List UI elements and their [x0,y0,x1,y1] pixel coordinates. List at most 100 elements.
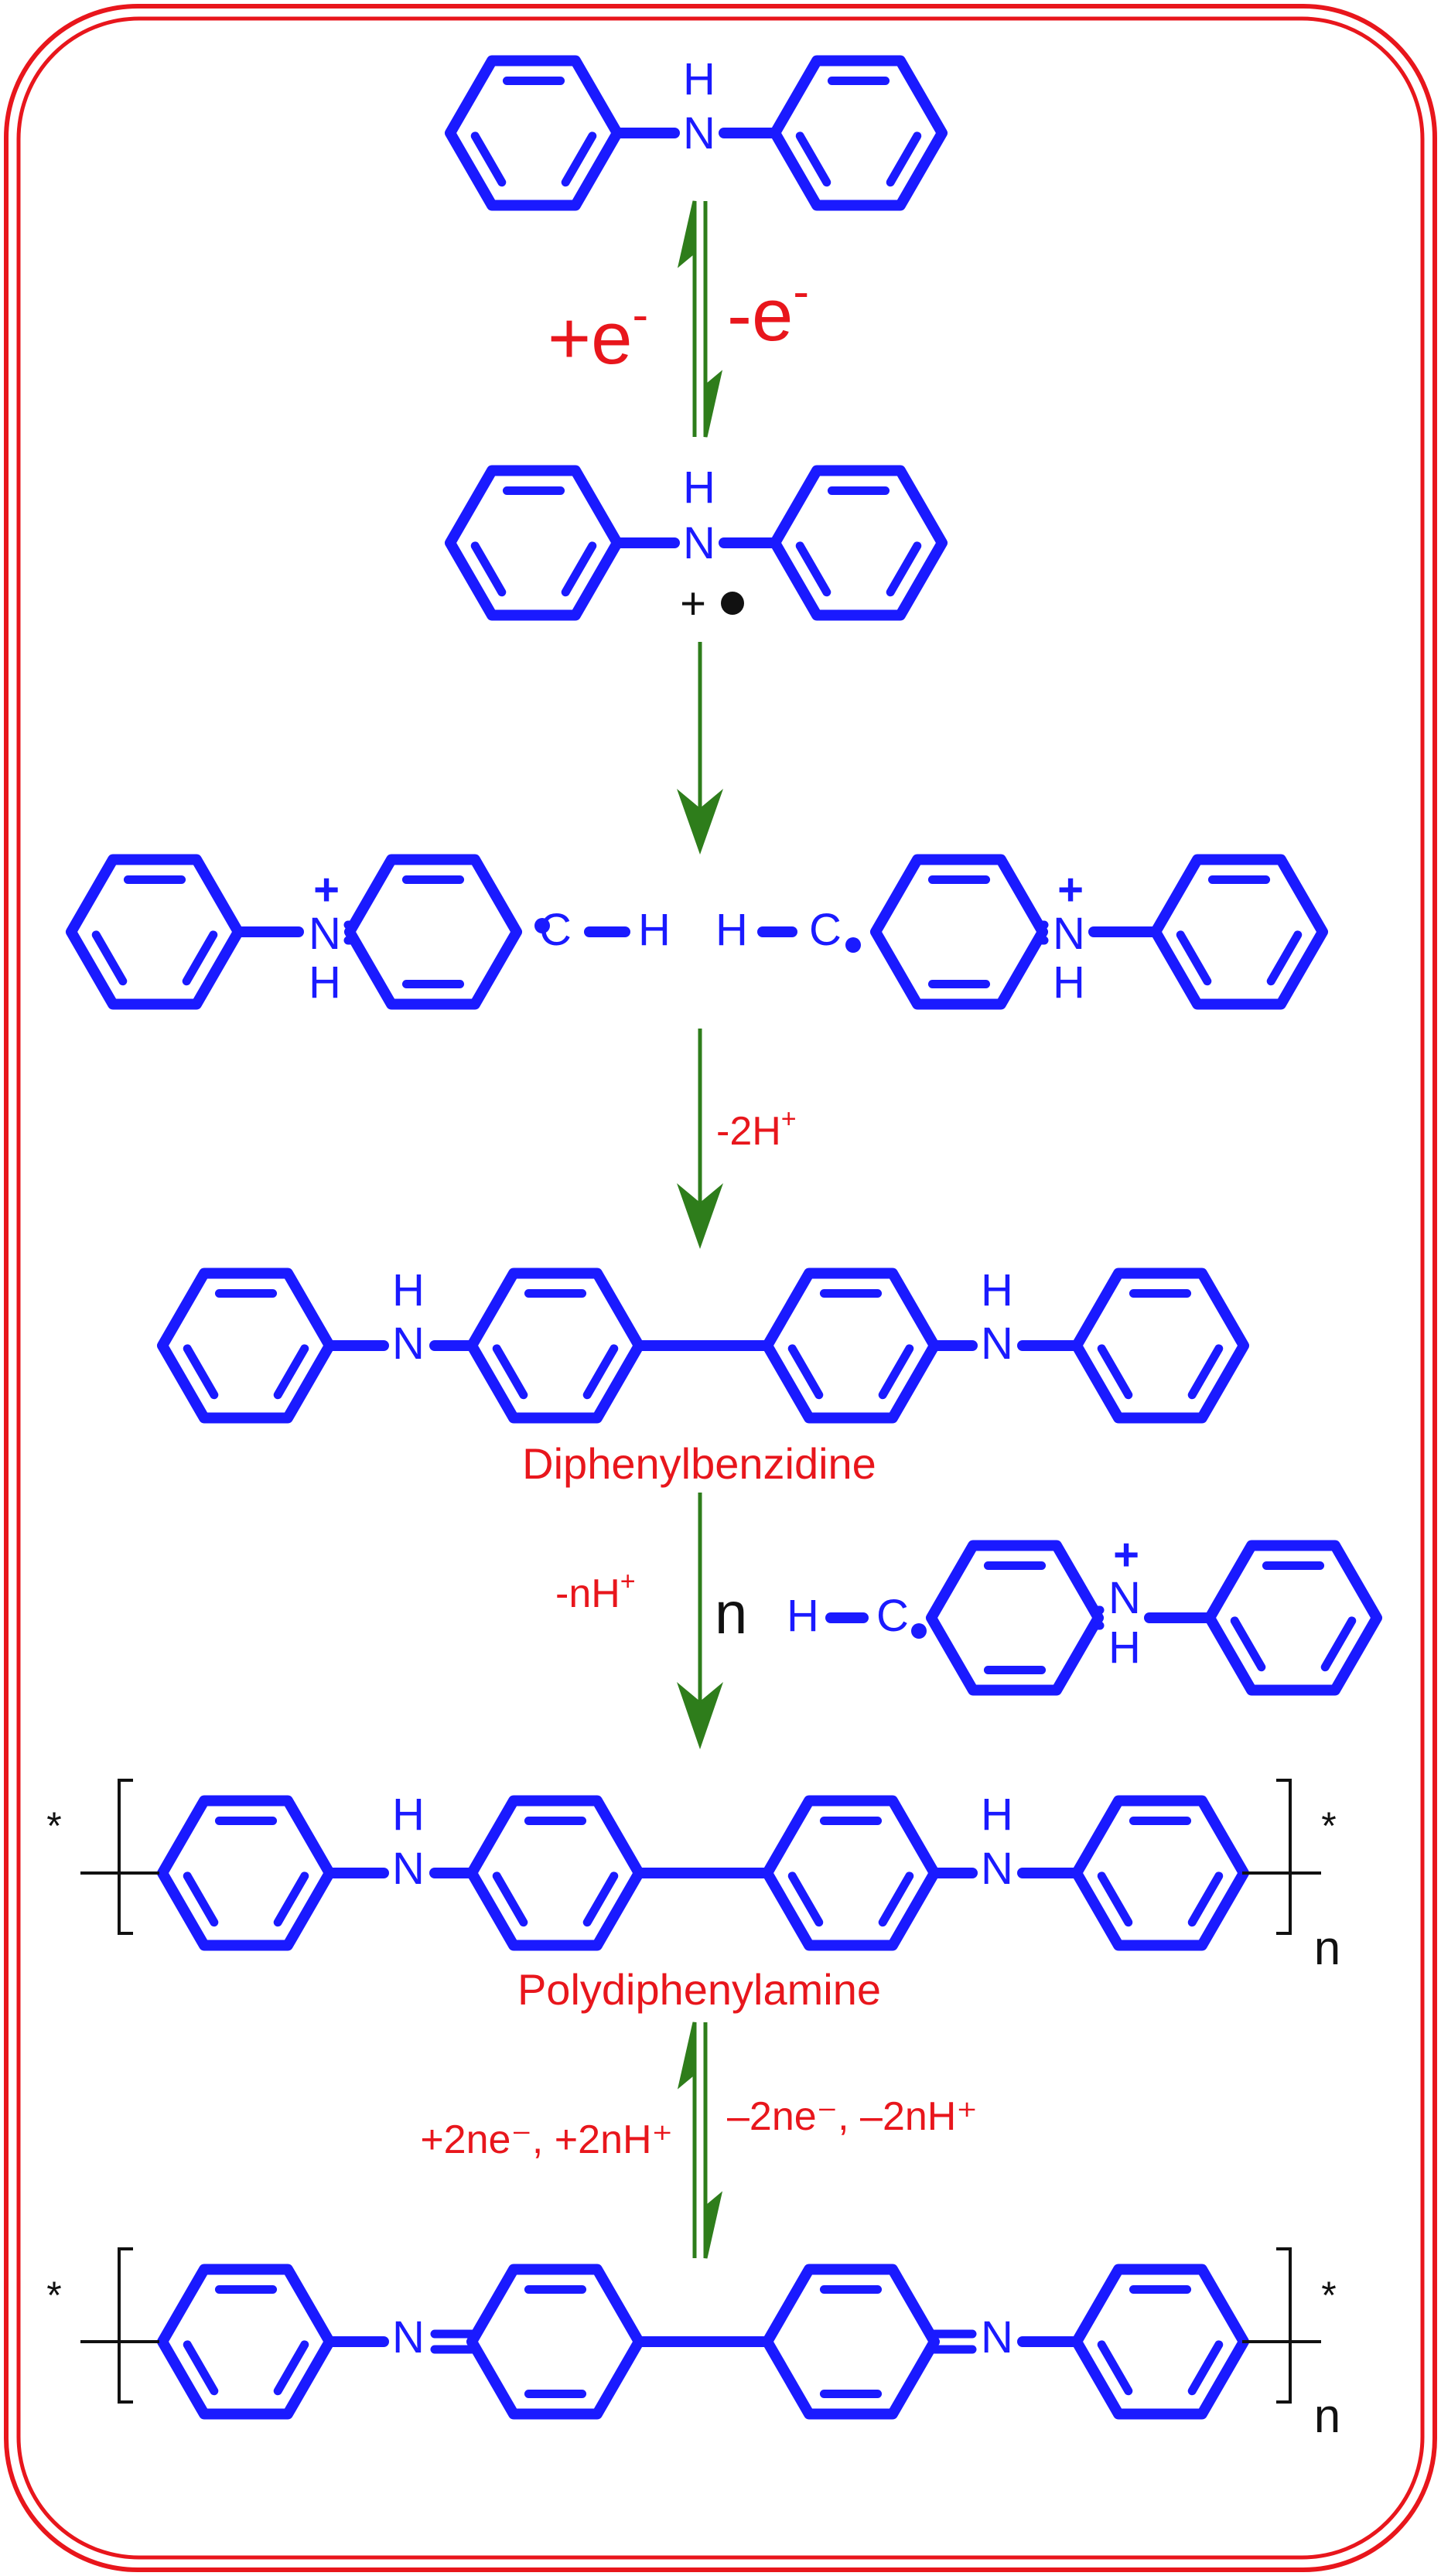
inner-double-bond [561,131,597,187]
atom-n: N [1108,1573,1141,1623]
arrowhead [677,1183,723,1249]
atom-n: N [1053,909,1085,959]
atom-n: N [981,1319,1013,1369]
inner-double-bond [492,1871,528,1927]
benzene-ring [157,2264,335,2420]
arrowhead [677,2022,697,2090]
atom-n: N [392,1319,425,1369]
atom-n: N [309,909,341,959]
radical-dot [721,592,744,615]
inner-double-bond [273,2340,309,2396]
inner-double-bond [795,541,831,597]
inner-double-bond [1097,2340,1133,2396]
arrowhead [703,370,723,438]
inner-double-bond [273,1871,309,1927]
inner-double-bond [492,1344,528,1400]
inner-double-bond [470,541,507,597]
label-minus-e: -e- [727,265,809,357]
radical-dot [534,918,550,933]
compound-name-polymer: Polydiphenylamine [517,1965,881,2014]
inner-double-bond [1187,2340,1224,2396]
end-star-left: * [46,1804,61,1848]
inner-double-bond [561,541,597,597]
radical-cation-plus: + [680,578,706,629]
quinoid-ring [926,1540,1104,1696]
inner-double-bond [1320,1616,1357,1672]
label-plus-e: +e- [548,288,648,380]
inner-double-bond [1187,1344,1224,1400]
inner-double-bond [1097,1871,1133,1927]
label-oxidation: –2ne⁻, –2nH⁺ [727,2094,978,2139]
inner-double-bond [1230,1616,1266,1672]
arrowhead [703,2191,723,2259]
polymer-marks: * * n * * n [46,1804,1340,2443]
radical-dot [911,1623,927,1639]
inner-double-bond [273,1344,309,1400]
repeat-n: n [1314,1922,1340,1975]
reaction-arrows [677,200,723,2259]
arrowhead [677,789,723,855]
end-star-left: * [46,2274,61,2317]
n-plus: + [1057,865,1084,915]
atom-h: H [787,1591,819,1641]
inner-double-bond [1266,930,1303,986]
end-star-right: * [1321,1804,1336,1848]
atom-n: N [683,108,715,159]
inner-double-bond [182,930,218,986]
compound-name-dimer: Diphenylbenzidine [522,1439,876,1488]
atom-c: C [876,1591,909,1641]
atom-n: N [392,2312,425,2363]
radical-dot [845,937,861,953]
atom-labels: N H N H + N H + C H H C N H + N H N H H … [309,54,1141,2363]
inner-double-bond [183,1344,219,1400]
inner-double-bond [787,1871,824,1927]
atom-h: H [638,905,671,955]
inner-double-bond [183,2340,219,2396]
benzene-ring [157,1268,335,1424]
coupling-coefficient: n [715,1581,747,1646]
bracket-left [118,2247,133,2404]
atom-h: H [683,54,715,104]
bracket-left [118,1779,133,1935]
benzene-rings [66,55,1382,2420]
atom-h: H [309,957,341,1008]
atom-h: H [981,1265,1013,1315]
inner-double-bond [183,1871,219,1927]
atom-h: H [1108,1622,1141,1673]
arrowhead [677,200,697,268]
inner-double-bond [795,131,831,187]
inner-frame [16,16,1425,2560]
atom-n: N [683,518,715,568]
atom-c: C [809,905,842,955]
benzene-ring [445,55,623,211]
bracket-right [1276,2247,1292,2404]
step-labels: +e- -e- -2H+ Diphenylbenzidine -nH+ n Po… [420,265,977,2162]
label-minus-2h: -2H+ [716,1104,797,1154]
inner-double-bond [1097,1344,1133,1400]
benzene-ring [157,1795,335,1951]
inner-double-bond [470,131,507,187]
inner-double-bond [1176,930,1212,986]
atom-h: H [392,1790,425,1840]
inner-double-bond [878,1871,914,1927]
bracket-right [1276,1779,1292,1935]
arrowhead [677,1682,723,1749]
repeat-n: n [1314,2390,1340,2443]
label-reduction: +2ne⁻, +2nH⁺ [420,2117,673,2162]
inner-double-bond [582,1344,619,1400]
atom-h: H [1053,957,1085,1008]
atom-n: N [981,1844,1013,1894]
atom-h: H [981,1790,1013,1840]
outer-frame [4,4,1437,2572]
end-star-right: * [1321,2274,1336,2317]
benzene-ring [66,854,244,1010]
inner-double-bond [1187,1871,1224,1927]
inner-double-bond [886,131,922,187]
atom-h: H [715,905,748,955]
benzene-ring [445,465,623,621]
label-minus-nh: -nH+ [555,1567,636,1616]
atom-n: N [392,1844,425,1894]
quinoid-ring [870,854,1048,1010]
n-plus: + [313,865,340,915]
atom-h: H [683,462,715,513]
